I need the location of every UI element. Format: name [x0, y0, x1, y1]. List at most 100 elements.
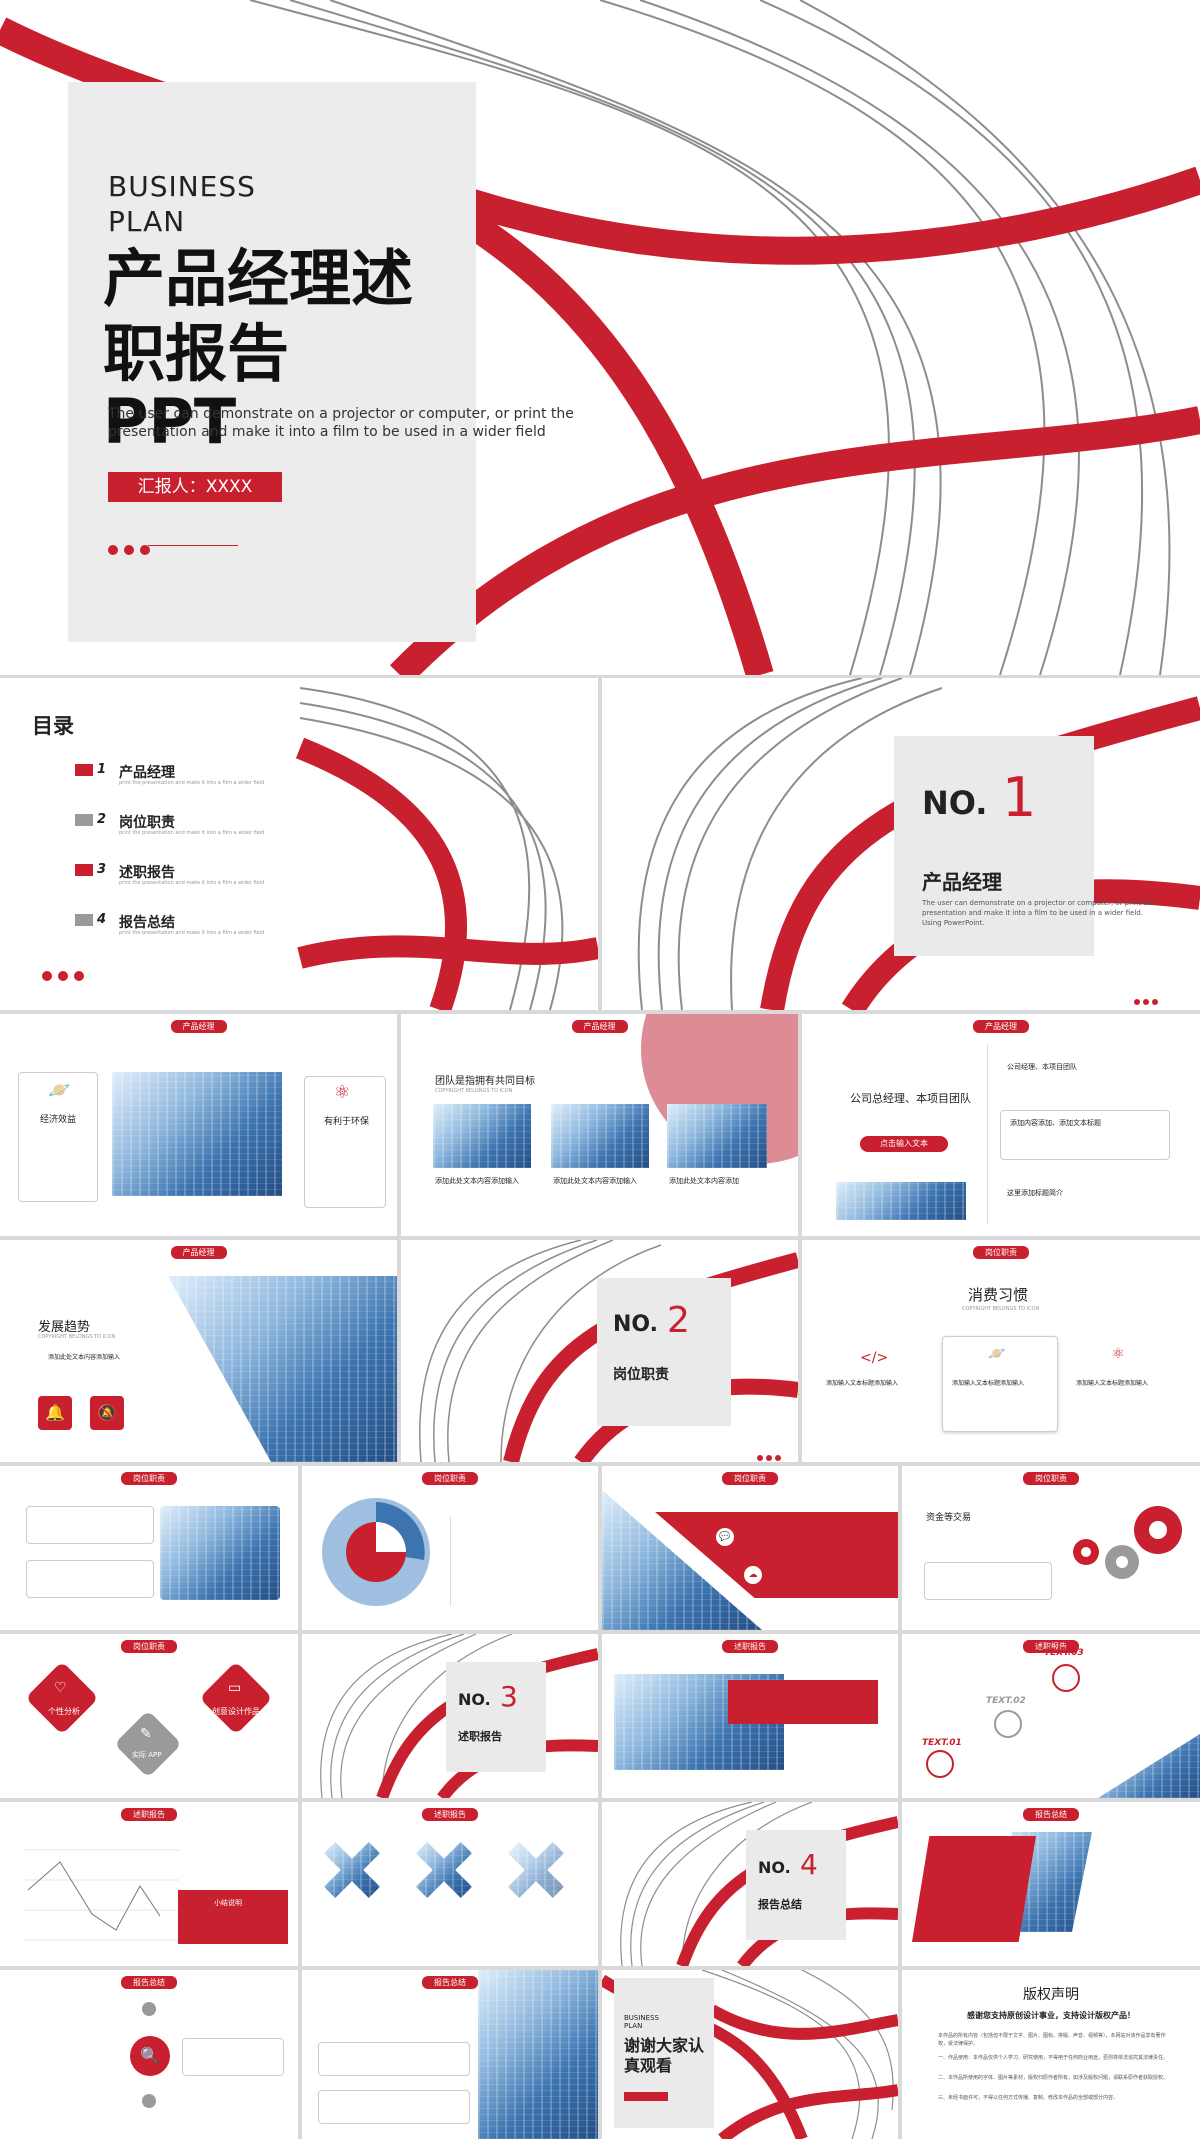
- mute-icon[interactable]: 🔕: [90, 1396, 124, 1430]
- pie-graphic: [322, 1498, 430, 1606]
- planet-icon: 🪐: [48, 1080, 71, 1101]
- slide-r7a: 述职报告 小结说明: [0, 1802, 298, 1966]
- diamond-label: 创意设计作品: [212, 1707, 260, 1716]
- slide-r7b: 述职报告: [302, 1802, 598, 1966]
- cover-panel: [68, 82, 476, 642]
- toc-sub: print the presentation and make it into …: [119, 880, 265, 886]
- section1-dots: [1134, 990, 1161, 1009]
- slide-tag: 岗位职责: [973, 1246, 1029, 1259]
- ring-icon: [926, 1750, 954, 1778]
- copyright-paragraph: 二、本作品所使用的字体、图片等素材，版权归原作者所有，如涉及版权问题，请联系原作…: [938, 2075, 1169, 2081]
- closing-panel: [614, 1978, 714, 2128]
- slide-tag: 报告总结: [121, 1976, 177, 1989]
- copyright-subtitle: 感谢您支持原创设计事业，支持设计版权产品！: [967, 2011, 1135, 2020]
- text-card: [26, 1560, 154, 1598]
- arrow-down-icon: [142, 2094, 156, 2108]
- toc-num: 3: [97, 862, 107, 877]
- section3-no: NO.: [458, 1690, 491, 1709]
- cover-slide: BUSINESS PLAN 产品经理述 职报告 PPT The user can…: [0, 0, 1200, 675]
- toc-label: 产品经理: [119, 765, 175, 781]
- bottom-photo: [836, 1182, 966, 1220]
- slide-title: 消费习惯: [968, 1286, 1029, 1304]
- closing-line2: 真观看: [624, 2056, 673, 2075]
- toc-label: 岗位职责: [119, 815, 175, 831]
- photo-2: [551, 1104, 649, 1168]
- section2-slide: NO. 2 岗位职责: [401, 1240, 798, 1462]
- closing-badge: [624, 2092, 668, 2101]
- corner-photo: [1098, 1734, 1200, 1798]
- text-card: [318, 2090, 470, 2124]
- toc-label: 报告总结: [119, 915, 175, 931]
- slide-subtitle: COPYRIGHT BELONGS TO ICON: [38, 1334, 116, 1340]
- input-text-button[interactable]: 点击输入文本: [860, 1136, 948, 1152]
- timeline-item: 公司经理、本项目团队: [1007, 1063, 1077, 1071]
- closing-plan: PLAN: [624, 2022, 643, 2030]
- line-graph: [24, 1849, 179, 1941]
- copyright-paragraph: 本作品的所有内容（包括但不限于文字、图片、图标、排版、声音、视频等），本网站对该…: [938, 2033, 1166, 2047]
- slide-tag: 报告总结: [1023, 1808, 1079, 1821]
- section1-panel: [894, 736, 1094, 956]
- reporter-badge: 汇报人：XXXX: [108, 472, 282, 502]
- left-card: [18, 1072, 98, 1202]
- slide-tag: 岗位职责: [722, 1472, 778, 1485]
- bell-icon[interactable]: 🔔: [38, 1396, 72, 1430]
- slide-r6d: 述职报告 TEXT.03 TEXT.02 TEXT.01: [902, 1634, 1200, 1798]
- slide-tag: 岗位职责: [121, 1640, 177, 1653]
- cover-title-2: 职报告: [103, 317, 290, 390]
- slide-r3b: 产品经理 团队是指拥有共同目标 COPYRIGHT BELONGS TO ICO…: [401, 1014, 798, 1236]
- atom-icon: ⚛: [1112, 1346, 1125, 1362]
- heart-diamond: [25, 1661, 99, 1735]
- toc-ribbons: [295, 687, 598, 1010]
- closing-business: BUSINESS: [624, 2014, 659, 2022]
- slide-r6a: 岗位职责 ♡ 个性分析 ▭ 创意设计作品 ✎ 实际 APP: [0, 1634, 298, 1798]
- slide-tag: 岗位职责: [1023, 1472, 1079, 1485]
- section4-no: NO.: [758, 1858, 791, 1877]
- cover-title-3: PPT: [103, 385, 237, 458]
- arrow-up-icon: [142, 2002, 156, 2016]
- item-text: 添加此处文本内容添加输入: [553, 1177, 637, 1185]
- chat-icon: 💬: [716, 1528, 734, 1546]
- slide-r4c: 岗位职责 消费习惯 COPYRIGHT BELONGS TO ICON </> …: [802, 1240, 1200, 1462]
- x-photo-1: [324, 1842, 380, 1898]
- summary-label: 小结说明: [214, 1899, 242, 1907]
- toc-dots: [42, 966, 90, 985]
- item-text: 添加输入文本标题添加输入: [826, 1380, 899, 1387]
- section4-title: 报告总结: [758, 1898, 802, 1911]
- toc-sub: print the presentation and make it into …: [119, 830, 265, 836]
- slide-r5a: 岗位职责: [0, 1466, 298, 1630]
- diamond-label: 个性分析: [48, 1707, 80, 1716]
- toc-num: 1: [97, 762, 107, 777]
- cloud-icon: ☁: [744, 1566, 762, 1584]
- slide-r3c: 产品经理 公司总经理、本项目团队 点击输入文本 公司经理、本项目团队 添加内容添…: [802, 1014, 1200, 1236]
- item-text: 添加此处文本内容添加输入: [48, 1354, 121, 1361]
- slide-r5b: 岗位职责: [302, 1466, 598, 1630]
- search-doc-icon: 🔍: [130, 2036, 170, 2076]
- item-text: 添加输入文本标题添加输入: [952, 1380, 1025, 1387]
- card-title: 经济效益: [40, 1115, 77, 1125]
- section2-no: NO.: [613, 1312, 658, 1337]
- highlight-card: [942, 1336, 1058, 1432]
- toc-slide: 目录 1 产品经理 print the presentation and mak…: [0, 678, 598, 1010]
- slide-tag: 述职报告: [722, 1640, 778, 1653]
- section4-num: 4: [800, 1848, 818, 1881]
- toc-marker: [75, 914, 93, 926]
- toc-title: 目录: [32, 714, 74, 738]
- text-label-3: TEXT.03: [1044, 1648, 1084, 1658]
- closing-slide: BUSINESS PLAN 谢谢大家认 真观看: [602, 1970, 898, 2139]
- gear-icon: [1073, 1506, 1182, 1579]
- text-card: [318, 2042, 470, 2076]
- toc-num: 2: [97, 812, 107, 827]
- tower-photo: [160, 1506, 280, 1600]
- slide-tag: 述职报告: [121, 1808, 177, 1821]
- slide-subtitle: COPYRIGHT BELONGS TO ICON: [962, 1306, 1040, 1312]
- slide-tag: 报告总结: [422, 1976, 478, 1989]
- section3-title: 述职报告: [458, 1730, 502, 1743]
- section2-panel: [597, 1278, 731, 1426]
- section1-title: 产品经理: [922, 870, 1002, 894]
- slide-tag: 产品经理: [170, 1020, 227, 1033]
- slide-r7d: 报告总结: [902, 1802, 1200, 1966]
- copyright-slide: 版权声明 感谢您支持原创设计事业，支持设计版权产品！ 本作品的所有内容（包括但不…: [902, 1970, 1200, 2139]
- cover-desc-1: The user can demonstrate on a projector …: [108, 406, 574, 422]
- copyright-paragraph: 三、未经书面许可，不得以任何方式传播、复制、修改本作品的全部或部分内容。: [938, 2095, 1119, 2101]
- x-photo-2: [416, 1842, 472, 1898]
